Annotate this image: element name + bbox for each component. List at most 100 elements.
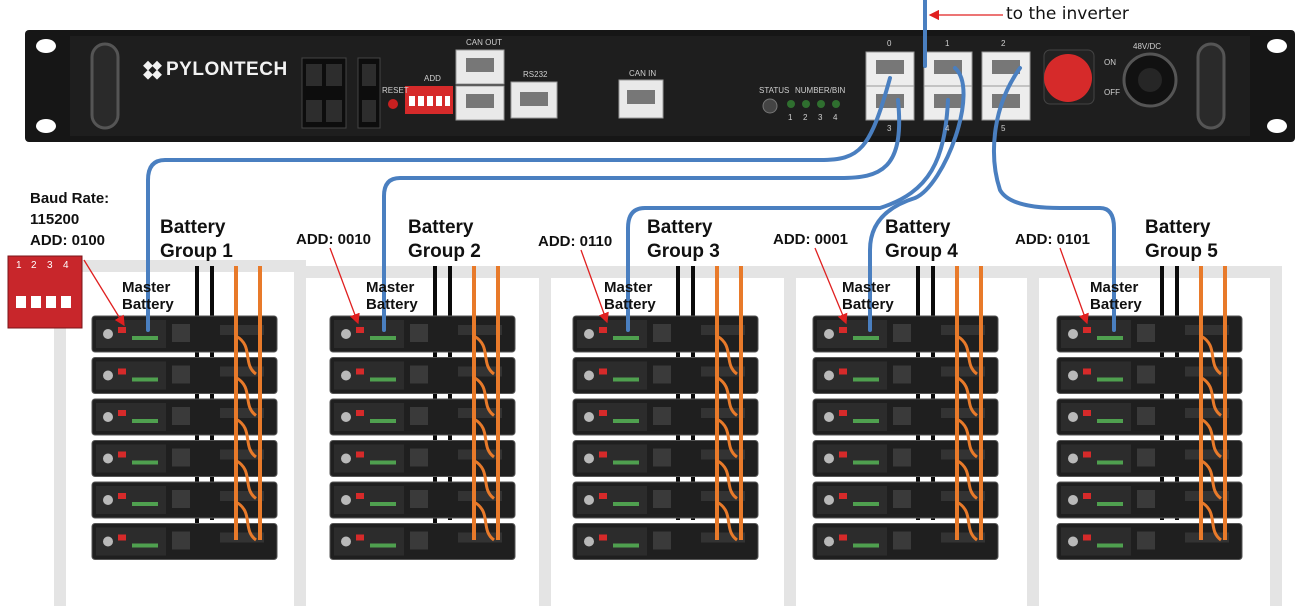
group-3-title-line1: Battery — [647, 217, 713, 238]
number-bin-label: NUMBER/BIN — [795, 86, 846, 95]
module-power-button — [103, 536, 113, 547]
group-5-address: ADD: 0101 — [1015, 231, 1091, 248]
module-power-button — [103, 412, 113, 422]
module-dip-switch — [839, 451, 847, 458]
group-1-title-line2: Group 1 — [160, 241, 233, 262]
module-dip-switch — [356, 451, 364, 458]
group-1-master-line2: Battery — [122, 296, 174, 313]
rs232-label: RS232 — [523, 70, 548, 79]
reset-label: RESET — [382, 86, 409, 95]
dip-number-2: 2 — [31, 260, 37, 271]
group-2-master-line1: Master — [366, 279, 415, 296]
group-3-title-line2: Group 3 — [647, 241, 720, 262]
dip-number-1: 1 — [16, 260, 22, 271]
module-power-button — [824, 536, 834, 547]
module-power-button — [824, 412, 834, 422]
link-port-grid — [865, 51, 1031, 121]
voltage-label: 48V/DC — [1133, 42, 1162, 51]
module-dip-switch — [839, 493, 847, 499]
module-dip-switch — [1083, 368, 1091, 375]
module-power-button — [824, 495, 834, 505]
module-dip-switch — [1083, 327, 1091, 333]
group-4-title-line2: Group 4 — [885, 241, 958, 262]
module-dip-switch — [839, 410, 847, 416]
group-5-title-line1: Battery — [1145, 217, 1211, 238]
off-label: OFF — [1104, 88, 1120, 97]
port-number-3: 3 — [887, 124, 892, 133]
mount-hole — [1267, 39, 1287, 53]
module-power-button — [824, 370, 834, 381]
module-power-button — [103, 329, 113, 339]
group-2-master-line2: Battery — [366, 296, 418, 313]
battery-stack — [329, 266, 516, 560]
mount-hole — [36, 39, 56, 53]
module-dip-switch — [356, 534, 364, 541]
group-2-title-line1: Battery — [408, 217, 474, 238]
module-power-button — [103, 495, 113, 505]
module-power-button — [341, 412, 351, 422]
port-number-1: 1 — [945, 39, 950, 48]
module-dip-switch — [1083, 410, 1091, 416]
module-power-button — [584, 495, 594, 505]
module-dip-switch — [118, 410, 126, 416]
mount-hole — [36, 119, 56, 133]
group-5-master-line1: Master — [1090, 279, 1139, 296]
module-power-button — [341, 495, 351, 505]
brand-logo-text: PYLONTECH — [166, 59, 288, 80]
module-power-button — [584, 329, 594, 339]
module-dip-switch — [599, 368, 607, 375]
group-3-master-line1: Master — [604, 279, 653, 296]
module-dip-switch — [118, 327, 126, 333]
battery-stacks — [91, 266, 1243, 560]
module-dip-switch — [118, 451, 126, 458]
module-dip-switch — [839, 368, 847, 375]
module-power-button — [103, 453, 113, 464]
module-dip-switch — [118, 534, 126, 541]
module-dip-switch — [599, 493, 607, 499]
status-indicator — [762, 98, 778, 114]
rack-ear-left — [90, 42, 120, 130]
module-power-button — [824, 453, 834, 464]
cable-group-4 — [868, 66, 966, 332]
dip-address-label: ADD: 0100 — [30, 232, 106, 249]
port-number-2: 2 — [1001, 39, 1006, 48]
battery-stack — [91, 266, 278, 560]
cable-group-1 — [146, 76, 892, 332]
module-dip-switch — [356, 368, 364, 375]
module-power-button — [824, 329, 834, 339]
module-dip-switch — [599, 451, 607, 458]
group-4-title-line1: Battery — [885, 217, 951, 238]
can-out-port-bottom[interactable] — [455, 85, 505, 121]
baud-rate-label: Baud Rate: — [30, 190, 110, 207]
group-1-master-line1: Master — [122, 279, 171, 296]
pylontech-logo-icon — [143, 60, 162, 80]
bin-digit: 1 — [788, 113, 793, 122]
port-number-0: 0 — [887, 39, 892, 48]
rack-ear-right — [1196, 42, 1226, 130]
module-dip-switch — [839, 534, 847, 541]
group-2-title-line2: Group 2 — [408, 241, 481, 262]
group-4-master-line1: Master — [842, 279, 891, 296]
module-dip-switch — [839, 327, 847, 333]
group-4-address: ADD: 0001 — [773, 231, 849, 248]
module-power-button — [103, 370, 113, 381]
group-5-master-line2: Battery — [1090, 296, 1142, 313]
module-power-button — [1068, 536, 1078, 547]
on-label: ON — [1104, 58, 1116, 67]
module-power-button — [341, 370, 351, 381]
cable-group-5 — [992, 66, 1116, 332]
dip-switch-illustration — [7, 255, 83, 329]
power-switch[interactable] — [1044, 54, 1092, 102]
module-dip-switch — [1083, 534, 1091, 541]
bin-digit: 2 — [803, 113, 808, 122]
reset-button[interactable] — [388, 99, 398, 109]
module-power-button — [1068, 453, 1078, 464]
module-dip-switch — [599, 410, 607, 416]
cable-group-2 — [382, 98, 902, 332]
module-power-button — [1068, 370, 1078, 381]
module-power-button — [1068, 412, 1078, 422]
group-3-address: ADD: 0110 — [538, 233, 613, 250]
hub-unit — [25, 30, 1295, 142]
